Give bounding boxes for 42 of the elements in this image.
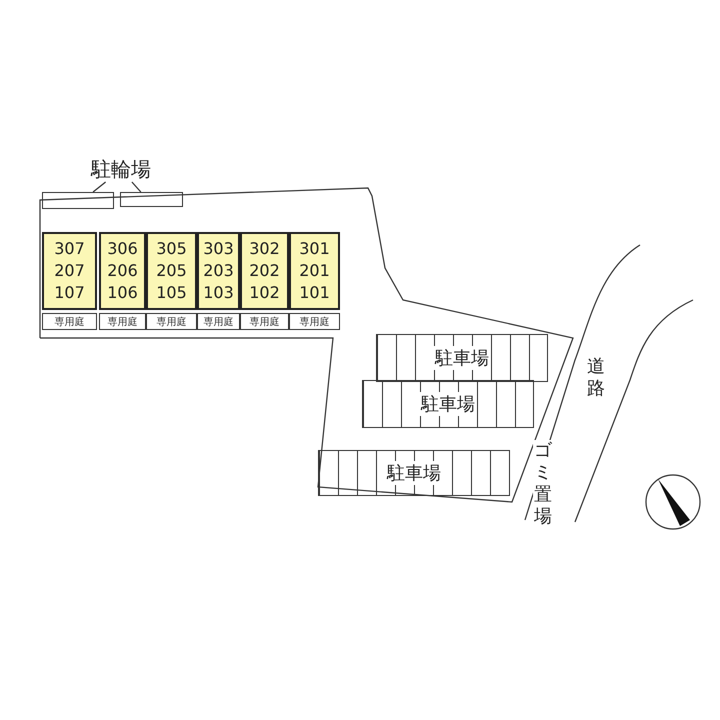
room-number: 203	[203, 260, 234, 282]
area-label: ゴミ置場	[533, 440, 553, 528]
private-garden: 専用庭	[146, 313, 197, 330]
private-garden: 専用庭	[99, 313, 146, 330]
private-garden: 専用庭	[197, 313, 240, 330]
apartment-unit	[289, 232, 340, 310]
room-number: 305	[156, 238, 187, 260]
leader-line	[92, 182, 106, 192]
room-number: 202	[249, 260, 280, 282]
leader-line	[131, 182, 142, 192]
room-number: 301	[299, 238, 330, 260]
apartment-unit	[240, 232, 289, 310]
apartment-unit	[197, 232, 240, 310]
room-number: 201	[299, 260, 330, 282]
apartment-unit	[42, 232, 97, 310]
area-label: 駐車場	[419, 392, 477, 416]
room-number: 207	[54, 260, 85, 282]
area-label: 駐輪場	[80, 156, 162, 182]
area-label: 駐車場	[433, 346, 491, 370]
room-number: 307	[54, 238, 85, 260]
room-number: 306	[107, 238, 138, 260]
apartment-unit	[99, 232, 146, 310]
parking-lot	[376, 334, 548, 382]
room-number: 105	[156, 282, 187, 304]
private-garden: 専用庭	[42, 313, 97, 330]
bicycle-rack	[42, 192, 114, 209]
parking-lot	[362, 380, 534, 428]
private-garden: 専用庭	[289, 313, 340, 330]
private-garden: 専用庭	[240, 313, 289, 330]
room-number: 302	[249, 238, 280, 260]
parking-lot	[318, 450, 510, 496]
area-label: 駐車場	[385, 461, 443, 485]
bicycle-rack	[120, 192, 183, 207]
room-number: 106	[107, 282, 138, 304]
apartment-unit	[146, 232, 197, 310]
room-number: 101	[299, 282, 330, 304]
room-number: 103	[203, 282, 234, 304]
room-number: 102	[249, 282, 280, 304]
room-number: 205	[156, 260, 187, 282]
room-number: 303	[203, 238, 234, 260]
room-number: 107	[54, 282, 85, 304]
room-number: 206	[107, 260, 138, 282]
